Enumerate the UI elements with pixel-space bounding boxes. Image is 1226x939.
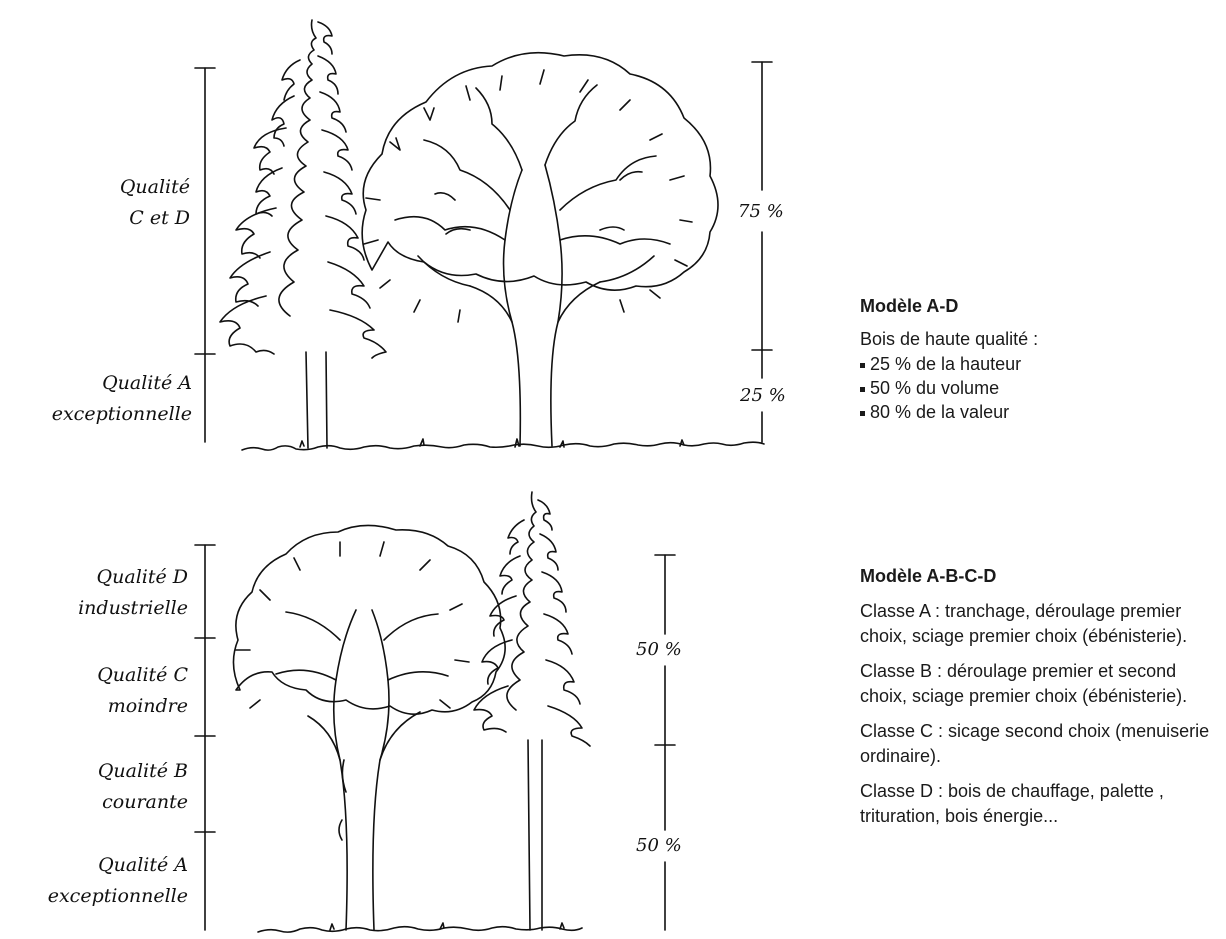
legend-title-ad: Modèle A-D [860, 296, 959, 316]
label-quality-b: Qualité B courante [97, 760, 188, 813]
bottom-ground-line [257, 922, 583, 933]
label-pct-75: 75 % [738, 201, 784, 222]
legend-model-ad: Modèle A-D Bois de haute qualité : 25 % … [860, 296, 1226, 424]
legend-model-abcd: Modèle A-B-C-D Classe A : tranchage, dér… [860, 566, 1226, 839]
label-quality-c-d: Qualité C et D [119, 176, 190, 229]
label-pct-50-bottom: 50 % [636, 835, 682, 856]
bottom-conifer [473, 491, 591, 931]
top-diagram-scales [194, 61, 773, 443]
class-c-text: Classe C : sicage second choix (menuiser… [860, 721, 1210, 766]
label-quality-c: Qualité C moindre [97, 664, 188, 717]
label-pct-50-top: 50 % [636, 639, 682, 660]
top-deciduous-tree [361, 51, 719, 447]
top-conifer [219, 19, 387, 449]
bottom-deciduous-tree [232, 524, 506, 931]
bottom-diagram-scales [194, 544, 676, 931]
list-item: 25 % de la hauteur [860, 352, 1226, 376]
list-item: 50 % du volume [860, 376, 1226, 400]
legend-intro-ad: Bois de haute qualité : [860, 329, 1039, 349]
legend-bullets-ad: 25 % de la hauteur 50 % du volume 80 % d… [860, 352, 1226, 424]
class-a-text: Classe A : tranchage, déroulage premier … [860, 601, 1188, 646]
top-ground-line [241, 438, 765, 451]
label-quality-a-top: Qualité A exceptionnelle [51, 372, 192, 425]
list-item: 80 % de la valeur [860, 400, 1226, 424]
legend-title-abcd: Modèle A-B-C-D [860, 566, 997, 586]
label-quality-a-bottom: Qualité A exceptionnelle [47, 854, 188, 907]
label-quality-d: Qualité D industrielle [78, 566, 188, 619]
class-d-text: Classe D : bois de chauffage, palette , … [860, 781, 1164, 826]
class-b-text: Classe B : déroulage premier et second c… [860, 661, 1188, 706]
label-pct-25: 25 % [740, 385, 786, 406]
